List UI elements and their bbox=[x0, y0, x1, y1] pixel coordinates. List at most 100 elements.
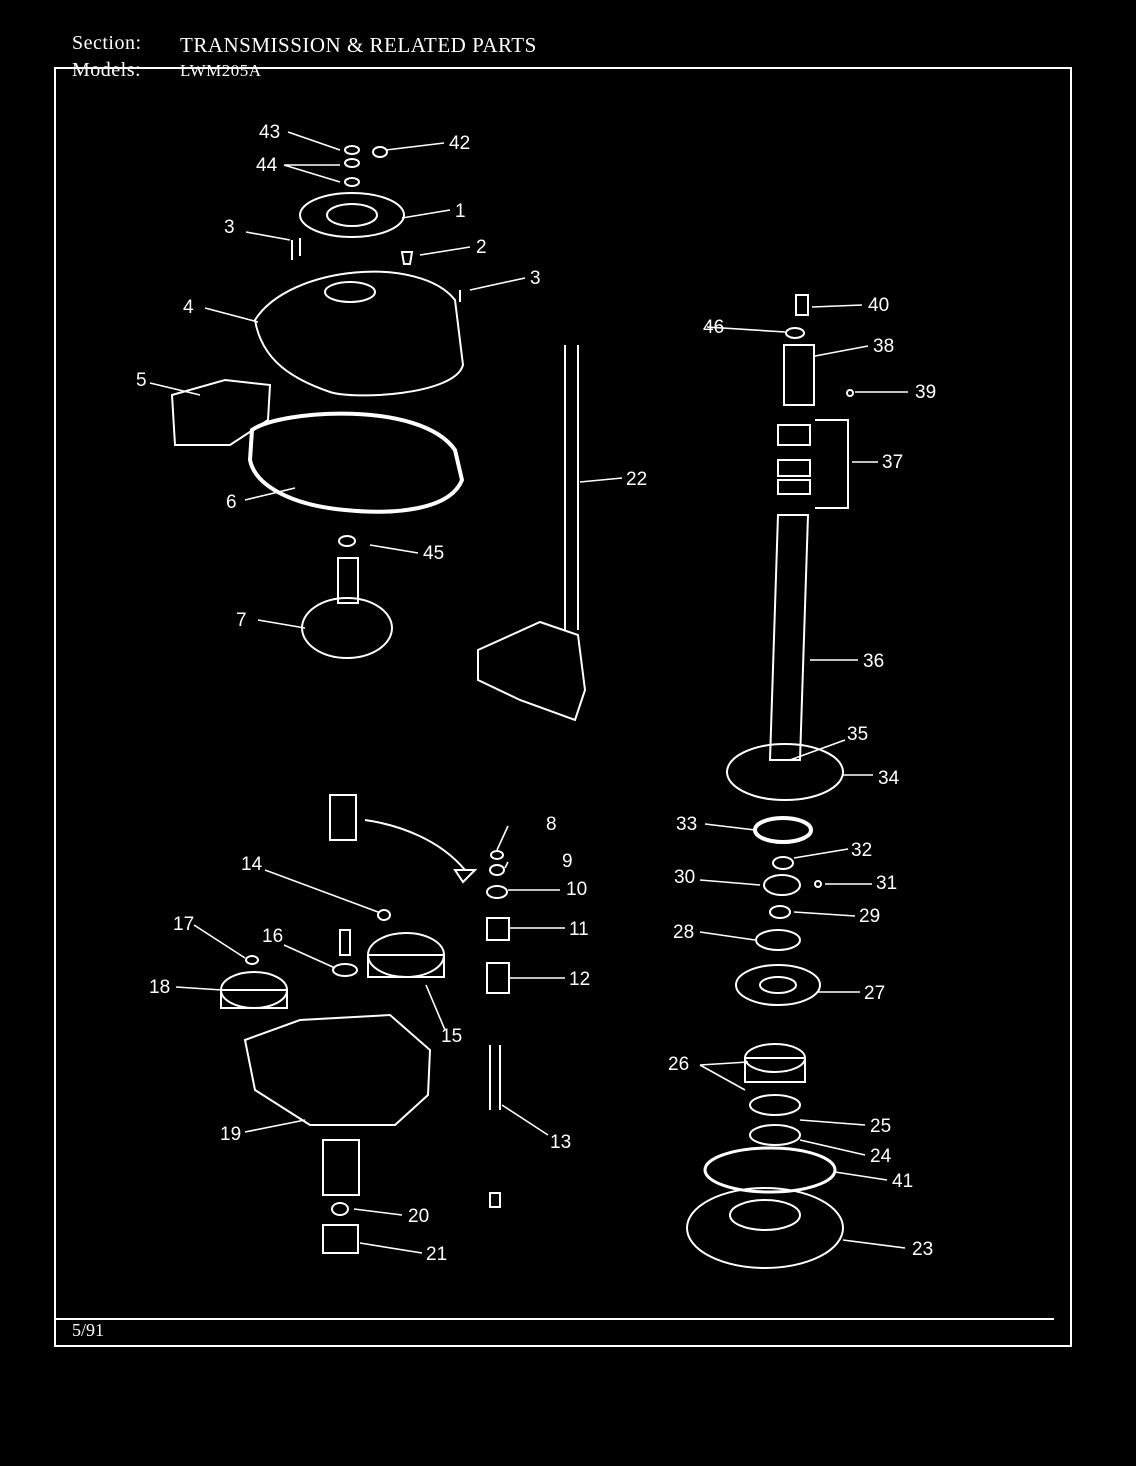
callout-20: 20 bbox=[408, 1206, 429, 1227]
models-label: Models: bbox=[72, 59, 142, 81]
callout-16: 16 bbox=[262, 926, 283, 947]
part-26-seal bbox=[744, 1043, 806, 1083]
callout-43: 43 bbox=[259, 122, 280, 143]
callout-33: 33 bbox=[676, 814, 697, 835]
callout-3: 3 bbox=[530, 268, 541, 289]
callout-3: 3 bbox=[224, 217, 235, 238]
part-16-pin bbox=[339, 929, 351, 956]
part-21-nut bbox=[322, 1224, 359, 1254]
part-37-seals bbox=[777, 424, 811, 495]
part-7-flange bbox=[301, 597, 393, 659]
part-8 bbox=[490, 850, 504, 860]
part-32-ring bbox=[772, 856, 794, 870]
part-42-plug bbox=[372, 146, 388, 158]
footer-divider bbox=[54, 1318, 1054, 1320]
callout-19: 19 bbox=[220, 1124, 241, 1145]
callout-36: 36 bbox=[863, 651, 884, 672]
part-5-bracket bbox=[170, 378, 272, 446]
callout-21: 21 bbox=[426, 1244, 447, 1265]
callout-9: 9 bbox=[562, 851, 573, 872]
callout-38: 38 bbox=[873, 336, 894, 357]
part-14-nut bbox=[377, 909, 391, 921]
part-45-oring bbox=[338, 535, 356, 547]
part-31-pin bbox=[814, 880, 822, 888]
callout-28: 28 bbox=[673, 922, 694, 943]
callout-18: 18 bbox=[149, 977, 170, 998]
callout-34: 34 bbox=[878, 768, 900, 789]
part-22-shaft bbox=[564, 345, 579, 630]
part-15-gear bbox=[367, 932, 445, 978]
part-33-ring bbox=[753, 816, 813, 844]
models-value: LWM205A bbox=[180, 61, 262, 80]
callout-8: 8 bbox=[546, 814, 557, 835]
callout-4: 4 bbox=[183, 297, 194, 318]
callout-35: 35 bbox=[847, 724, 868, 745]
callout-27: 27 bbox=[864, 983, 885, 1004]
callout-37: 37 bbox=[882, 452, 903, 473]
section-title: TRANSMISSION & RELATED PARTS bbox=[180, 33, 537, 57]
callout-6: 6 bbox=[226, 492, 237, 513]
part-2-plug bbox=[400, 251, 414, 265]
part-40-screw bbox=[795, 294, 809, 316]
callout-12: 12 bbox=[569, 969, 590, 990]
part-18-gear bbox=[220, 971, 288, 1009]
part-38-coupling bbox=[783, 344, 815, 406]
part-12 bbox=[486, 962, 510, 994]
part-19-shaft bbox=[322, 1139, 360, 1196]
part-19-case bbox=[243, 1013, 432, 1126]
callout-11: 11 bbox=[569, 919, 589, 940]
callout-5: 5 bbox=[136, 370, 147, 391]
part-25 bbox=[749, 1094, 801, 1116]
part-41-ring bbox=[703, 1146, 837, 1194]
part-22-arm bbox=[477, 620, 587, 722]
part-6-gasket bbox=[247, 411, 465, 514]
part-46-ring bbox=[785, 327, 805, 339]
callout-24: 24 bbox=[870, 1146, 892, 1167]
part-7-shaft bbox=[337, 557, 359, 604]
part-4-cover bbox=[253, 270, 465, 397]
part-39-pin bbox=[846, 389, 854, 397]
callout-labels: 1233456789101112131415161718192021222324… bbox=[136, 122, 936, 1265]
callout-22: 22 bbox=[626, 469, 647, 490]
section-label: Section: bbox=[72, 32, 142, 54]
part-24 bbox=[749, 1124, 801, 1146]
part-17-washer bbox=[245, 955, 259, 965]
callout-45: 45 bbox=[423, 543, 444, 564]
part-28-ring bbox=[755, 929, 801, 951]
callout-15: 15 bbox=[441, 1026, 462, 1047]
part-11 bbox=[486, 917, 510, 941]
part-pinion bbox=[329, 794, 357, 841]
part-23-base bbox=[686, 1187, 844, 1269]
callout-31: 31 bbox=[876, 873, 897, 894]
part-30-bearing bbox=[763, 874, 801, 896]
callout-29: 29 bbox=[859, 906, 880, 927]
callout-14: 14 bbox=[241, 854, 263, 875]
callout-32: 32 bbox=[851, 840, 872, 861]
callout-25: 25 bbox=[870, 1116, 891, 1137]
part-20-bushing bbox=[331, 1202, 349, 1216]
part-3-screw bbox=[291, 238, 301, 260]
part-34-flange bbox=[726, 743, 844, 801]
part-1-seal bbox=[299, 192, 405, 238]
part-43-44-retainers bbox=[344, 145, 360, 187]
callout-10: 10 bbox=[566, 879, 587, 900]
diagram-frame bbox=[54, 67, 1072, 1347]
callout-1: 1 bbox=[455, 201, 466, 222]
callout-46: 46 bbox=[703, 317, 724, 338]
revision-date: 5/91 bbox=[72, 1320, 105, 1340]
part-27-bearing-housing bbox=[735, 964, 821, 1006]
callout-39: 39 bbox=[915, 382, 936, 403]
callout-44: 44 bbox=[256, 155, 278, 176]
callout-26: 26 bbox=[668, 1054, 689, 1075]
part-9 bbox=[489, 864, 505, 876]
part-36-tube bbox=[768, 514, 810, 761]
callout-42: 42 bbox=[449, 133, 470, 154]
callout-2: 2 bbox=[476, 237, 487, 258]
part-29-ring bbox=[769, 905, 791, 919]
part-13-shaft bbox=[489, 1045, 501, 1110]
callout-23: 23 bbox=[912, 1239, 933, 1260]
callout-41: 41 bbox=[892, 1171, 913, 1192]
part-10 bbox=[486, 885, 508, 899]
callout-17: 17 bbox=[173, 914, 194, 935]
